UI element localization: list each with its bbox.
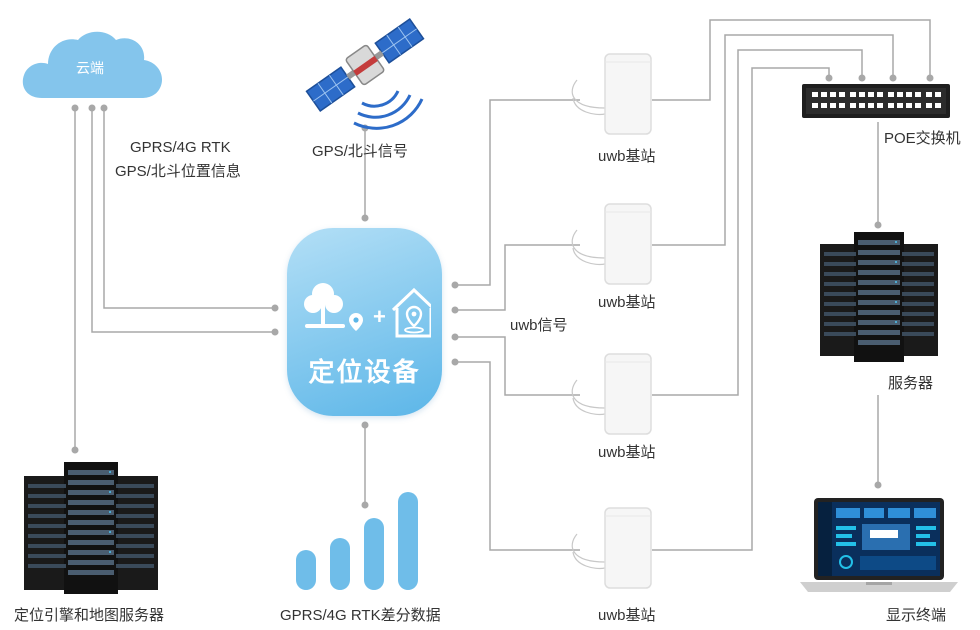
poe-switch-icon	[802, 84, 950, 118]
poe-switch-label: POE交换机	[884, 130, 961, 147]
base-station-icon	[571, 53, 652, 135]
uwb-signal-label: uwb信号	[510, 317, 568, 334]
base-station-1	[565, 52, 657, 143]
base-station-3	[565, 352, 657, 443]
display-terminal-label: 显示终端	[886, 607, 947, 624]
device-label: 定位设备	[308, 357, 421, 387]
base-station-label-4: uwb基站	[598, 607, 656, 624]
base-station-2	[565, 202, 657, 293]
svg-text:+: +	[373, 304, 386, 329]
base-station-icon	[571, 507, 652, 589]
base-station-label-3: uwb基站	[598, 444, 656, 461]
cloud-link-label-2: GPS/北斗位置信息	[115, 163, 241, 180]
base-station-4	[565, 506, 657, 597]
base-station-icon	[571, 353, 652, 435]
satellite-icon	[305, 17, 425, 130]
base-station-label-1: uwb基站	[598, 148, 656, 165]
engine-server-label: 定位引擎和地图服务器	[14, 607, 165, 624]
server-label: 服务器	[888, 375, 934, 392]
satellite-label: GPS/北斗信号	[312, 143, 408, 160]
device-icons: +	[304, 283, 431, 338]
rtk-label: GPRS/4G RTK差分数据	[280, 607, 441, 624]
display-terminal-icon	[800, 498, 958, 592]
cloud-label: 云端	[76, 60, 104, 76]
signal-bars-icon	[296, 492, 418, 590]
base-station-icon	[571, 203, 652, 285]
positioning-device: + 定位设备	[287, 228, 442, 416]
cloud-icon	[22, 31, 163, 98]
base-station-label-2: uwb基站	[598, 294, 656, 311]
cloud-link-label-1: GPRS/4G RTK	[130, 139, 231, 156]
server-icon	[820, 232, 938, 362]
engine-server-icon	[24, 462, 158, 594]
